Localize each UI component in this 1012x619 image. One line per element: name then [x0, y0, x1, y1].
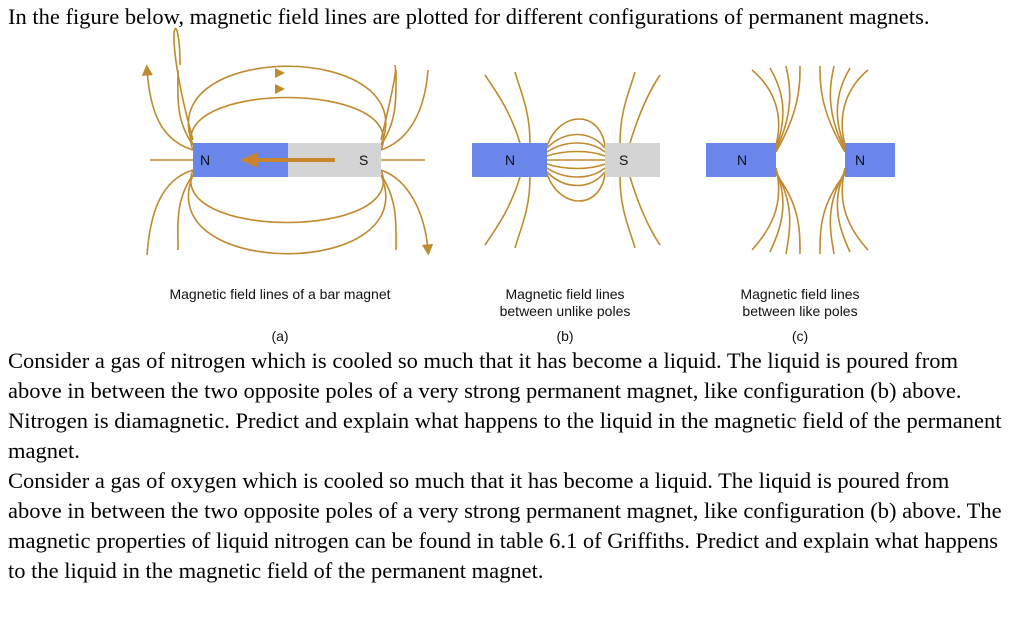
field-lines-diagram — [141, 27, 895, 256]
panel-c-label: (c) — [791, 328, 809, 344]
question-2-paragraph: Consider a gas of oxygen which is cooled… — [8, 468, 1002, 583]
pole-label: N — [505, 152, 516, 168]
pole-label: N — [200, 152, 211, 168]
panel-b-diagram — [484, 71, 661, 249]
panel-b-north-pole — [472, 143, 547, 177]
panel-b-label: (b) — [556, 328, 574, 344]
intro-paragraph: In the figure below, magnetic field line… — [8, 4, 930, 29]
field-arrow-icon — [275, 68, 285, 78]
panel-a-diagram — [141, 27, 434, 256]
panel-c-right-north-pole — [845, 143, 895, 177]
panel-a-label: (a) — [271, 328, 289, 344]
pole-label: S — [619, 152, 629, 168]
panel-b-south-pole — [605, 143, 660, 177]
panel-b-caption: Magnetic field lines between unlike pole… — [499, 286, 631, 319]
question-1-paragraph: Consider a gas of nitrogen which is cool… — [8, 348, 1002, 463]
field-arrow-icon — [275, 84, 285, 94]
pole-label: N — [737, 152, 748, 168]
arrow-head-icon — [240, 152, 258, 168]
pole-label: N — [855, 152, 866, 168]
panel-a-caption: Magnetic field lines of a bar magnet — [169, 286, 391, 302]
pole-label: S — [359, 152, 369, 168]
panel-c-diagram — [751, 65, 869, 255]
magnetic-field-figure: N S N S N N Magnetic field lines of a ba… — [141, 27, 895, 344]
panel-c-left-north-pole — [706, 143, 776, 177]
panel-c-caption: Magnetic field lines between like poles — [740, 286, 860, 319]
